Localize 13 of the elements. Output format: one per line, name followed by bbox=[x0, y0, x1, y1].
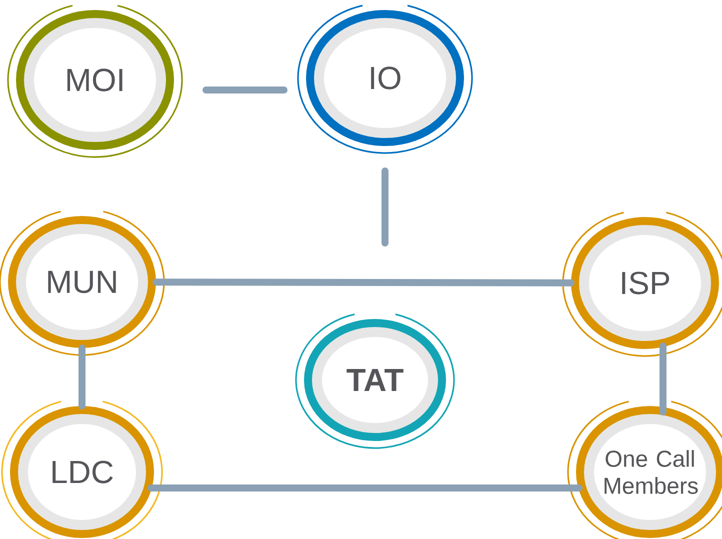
ring-node: ISP bbox=[562, 212, 722, 357]
connector-line bbox=[202, 86, 288, 94]
connector-line bbox=[382, 168, 388, 246]
ring-node: LDC bbox=[1, 400, 163, 539]
connector-line bbox=[148, 484, 582, 492]
connector-line bbox=[660, 342, 666, 416]
connector-line bbox=[78, 344, 86, 410]
ring-node: IO bbox=[297, 4, 473, 154]
ring-node: MUN bbox=[0, 210, 165, 356]
ring-node: MOI bbox=[7, 4, 183, 158]
connector-line bbox=[152, 278, 574, 286]
ring-node: One Call Members bbox=[567, 400, 722, 539]
ring-node: TAT bbox=[295, 314, 455, 449]
